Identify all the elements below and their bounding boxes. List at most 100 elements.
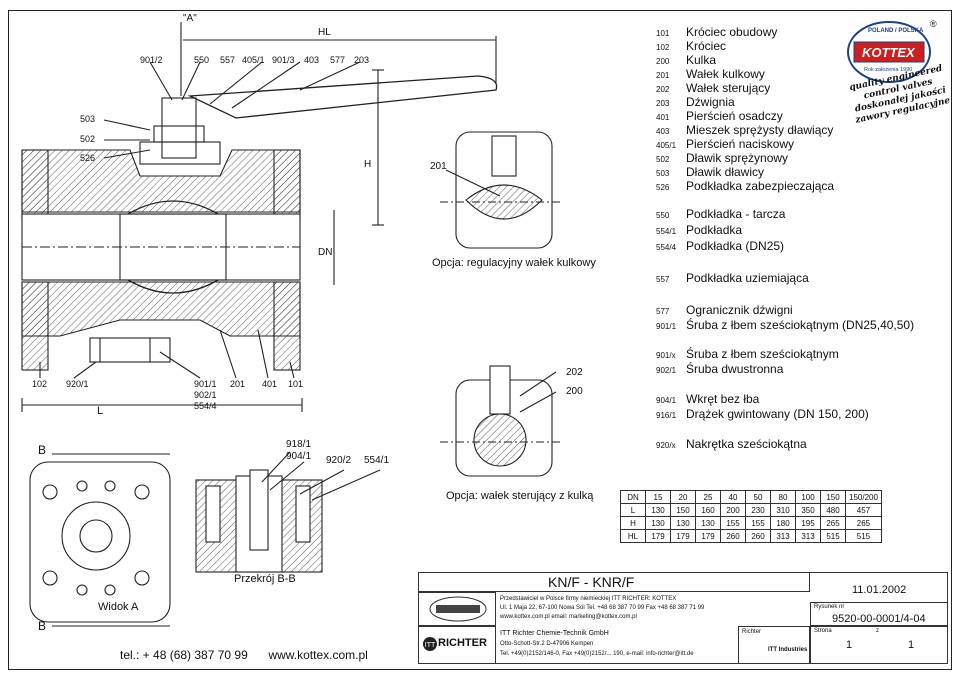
- logo-since: Rok założenia 1990: [864, 67, 913, 73]
- callout: 405/1: [242, 55, 265, 65]
- callout: 554/1: [364, 455, 390, 466]
- callout: 901/3: [272, 55, 295, 65]
- callout: 502: [80, 134, 96, 144]
- label-view-a: "A": [183, 13, 197, 24]
- callout: 403: [304, 55, 320, 65]
- drawing-date: 11.01.2002: [852, 584, 907, 596]
- table-row: L 130 150 160 200 230 310 350 480 457: [620, 503, 882, 517]
- callout: 550: [194, 55, 210, 65]
- page-label: Strona: [814, 628, 832, 634]
- callout: 557: [220, 55, 236, 65]
- logo-top-text: POLAND / POLSKA: [868, 28, 924, 34]
- drawing-title: KN/F - KNR/F: [548, 574, 635, 590]
- drawing-number-cell: [810, 602, 948, 626]
- company-cell: [738, 626, 810, 664]
- title-cell: [418, 572, 810, 592]
- callout: 901/1: [194, 379, 217, 389]
- richter-brand: RICHTER: [438, 637, 487, 649]
- richter-logo-cell: [418, 626, 496, 664]
- callout: 901/2: [140, 55, 163, 65]
- contact-line: tel.: + 48 (68) 387 70 99 www.kottex.com…: [120, 648, 368, 662]
- label-h: H: [364, 159, 372, 170]
- callout: 920/1: [66, 379, 89, 389]
- richter-line: Otto-Schott-Str.2 D-47906 Kempen: [500, 641, 594, 647]
- itt-industries: ITT Industries: [768, 647, 808, 653]
- callout: 920/2: [326, 455, 352, 466]
- callout: 201: [430, 161, 447, 172]
- callout: 200: [566, 386, 583, 397]
- callout: 203: [354, 55, 370, 65]
- richter-line: ITT Richter Chemie-Technik GmbH: [500, 630, 609, 637]
- view-caption: Widok A: [98, 601, 139, 613]
- label-hl: HL: [318, 27, 331, 38]
- rep-line: Ul. 1 Maja 22, 67-100 Nowa Sól Tel. +48 …: [500, 605, 705, 611]
- option-caption: Opcja: wałek sterujący z kulką: [446, 490, 594, 502]
- kottex-logo: POLAND / POLSKA KOTTEX Rok założenia 199…: [846, 20, 937, 84]
- page-cell: [810, 626, 948, 664]
- contact-phone: tel.: + 48 (68) 387 70 99: [120, 648, 248, 662]
- richter-line: Tel. +49(0)2152/146-0, Fax +49(0)2152/..…: [500, 651, 694, 657]
- callout: 102: [32, 379, 48, 389]
- itt-logo-icon: ITT: [423, 637, 437, 651]
- drawing-number: 9520-00-0001/4-04: [832, 613, 926, 625]
- section-marker: B: [38, 619, 47, 633]
- kottex-small-logo: [429, 596, 487, 622]
- callout: 577: [330, 55, 346, 65]
- logo-brand: KOTTEX: [862, 45, 915, 60]
- section-caption: Przekrój B-B: [234, 573, 296, 585]
- dimensions-table: DN 15 20 25 40 50 80 100 150 150/200 L 1…: [620, 490, 882, 543]
- table-row: HL 179 179 179 260 260 313 313 515 515: [620, 529, 882, 543]
- drawing-number-label: Rysunek nr: [814, 604, 845, 610]
- callout: 101: [288, 379, 304, 389]
- logo-emblem: [847, 21, 931, 83]
- callout: 401: [262, 379, 278, 389]
- page-count: 1: [908, 639, 915, 651]
- label-l: L: [97, 405, 104, 417]
- callout: 918/1: [286, 439, 312, 450]
- label-dn: DN: [318, 247, 333, 258]
- callout: 201: [230, 379, 246, 389]
- contact-website-link[interactable]: www.kottex.com.pl: [268, 648, 368, 662]
- callout: 202: [566, 367, 583, 378]
- table-row: DN 15 20 25 40 50 80 100 150 150/200: [620, 490, 882, 504]
- section-marker: B: [38, 443, 47, 457]
- callout: 554/4: [194, 401, 217, 411]
- callout: 904/1: [286, 451, 312, 462]
- rep-line: Przedstawiciel w Polsce firmy niemieckie…: [500, 596, 677, 602]
- option-caption: Opcja: regulacyjny wałek kulkowy: [432, 257, 596, 269]
- registered-mark: ®: [930, 19, 937, 29]
- svg-text:ITT: ITT: [425, 642, 436, 649]
- drawing-sheet: [8, 10, 952, 670]
- page-number: 1: [846, 639, 853, 651]
- table-row: H 130 130 130 155 155 180 195 265 265: [620, 516, 882, 530]
- rep-logo-cell: [418, 592, 496, 626]
- of-label: z: [876, 628, 879, 634]
- company-label: Richter: [742, 629, 762, 635]
- rep-line: www.kottex.com.pl email: marketing@kotte…: [500, 614, 637, 620]
- callout: 503: [80, 114, 96, 124]
